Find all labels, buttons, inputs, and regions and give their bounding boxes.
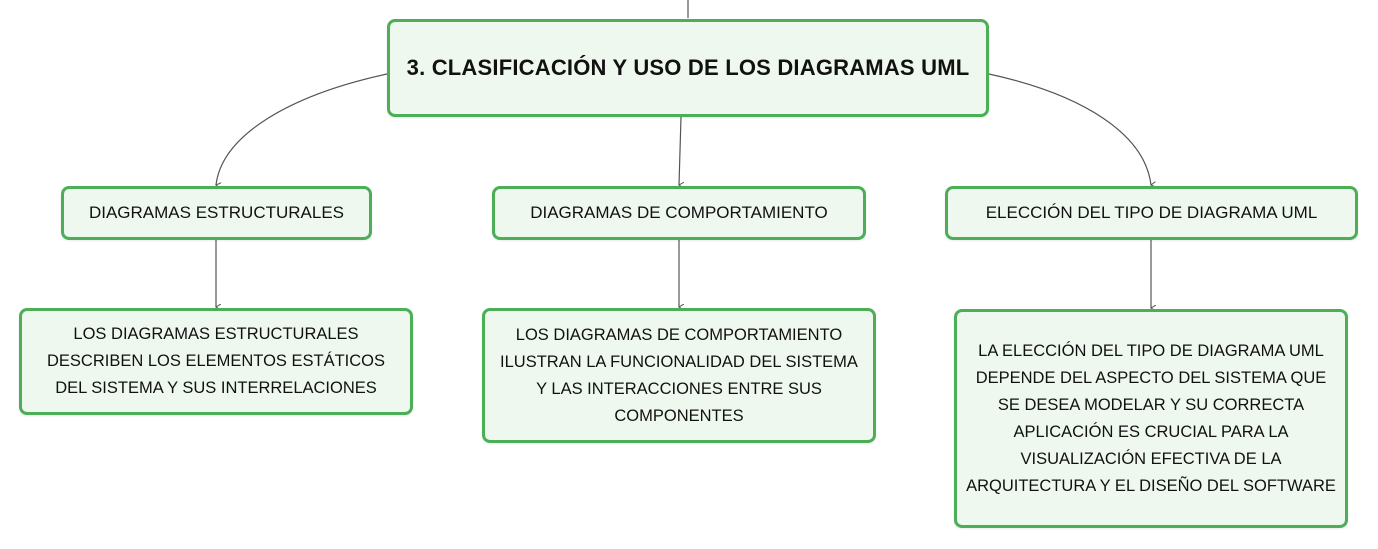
branch-node-label: ELECCIÓN DEL TIPO DE DIAGRAMA UML [985, 203, 1318, 222]
leaf-node-text: LOS DIAGRAMAS DE COMPORTAMIENTO ILUSTRAN… [500, 325, 858, 425]
leaf-node-text: LA ELECCIÓN DEL TIPO DE DIAGRAMA UML DEP… [966, 341, 1336, 495]
leaf-node-text: LOS DIAGRAMAS ESTRUCTURALES DESCRIBEN LO… [46, 325, 386, 397]
leaf-node-choice-description[interactable]: LA ELECCIÓN DEL TIPO DE DIAGRAMA UML DEP… [954, 309, 1348, 528]
branch-node-diagram-choice[interactable]: ELECCIÓN DEL TIPO DE DIAGRAMA UML [945, 186, 1358, 240]
root-node[interactable]: 3. CLASIFICACIÓN Y USO DE LOS DIAGRAMAS … [387, 19, 989, 117]
branch-node-behavior-diagrams[interactable]: DIAGRAMAS DE COMPORTAMIENTO [492, 186, 866, 240]
connector-root-to-choice [988, 73, 1151, 185]
leaf-node-behavior-description[interactable]: LOS DIAGRAMAS DE COMPORTAMIENTO ILUSTRAN… [482, 308, 876, 443]
connector-root-to-structural [216, 73, 388, 185]
branch-node-structural-diagrams[interactable]: DIAGRAMAS ESTRUCTURALES [61, 186, 372, 240]
leaf-node-structural-description[interactable]: LOS DIAGRAMAS ESTRUCTURALES DESCRIBEN LO… [19, 308, 413, 415]
connector-root-to-behavior [679, 116, 681, 185]
root-node-label: 3. CLASIFICACIÓN Y USO DE LOS DIAGRAMAS … [406, 55, 970, 80]
branch-node-label: DIAGRAMAS ESTRUCTURALES [88, 203, 345, 222]
branch-node-label: DIAGRAMAS DE COMPORTAMIENTO [530, 203, 828, 222]
